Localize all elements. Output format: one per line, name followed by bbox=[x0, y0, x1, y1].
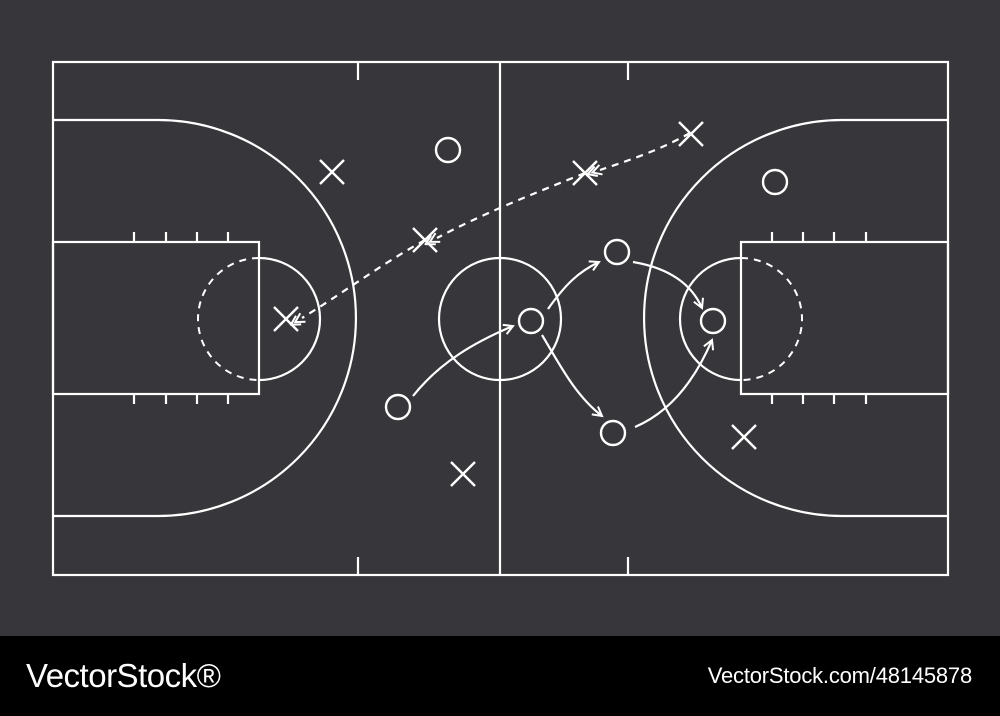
offense-circle-icon bbox=[699, 307, 727, 335]
pass-path-dashed bbox=[302, 239, 426, 318]
defense-x-icon bbox=[572, 160, 598, 186]
left-lane-ticks bbox=[132, 232, 230, 404]
defense-players bbox=[273, 121, 757, 487]
brand-logo: VectorStock® bbox=[26, 657, 221, 694]
pass-path-dashed bbox=[600, 132, 691, 170]
defense-x-icon bbox=[412, 227, 438, 253]
defense-x-icon bbox=[731, 424, 757, 450]
center-circle bbox=[437, 256, 563, 382]
right-three-point-line bbox=[642, 118, 948, 518]
basketball-court-diagram bbox=[51, 60, 950, 577]
right-free-throw-circle bbox=[678, 256, 742, 382]
left-three-point-line bbox=[53, 118, 358, 518]
watermark-footer: VectorStock® VectorStock.com/48145878 bbox=[0, 636, 1000, 716]
left-half-court bbox=[51, 118, 358, 518]
defense-x-icon bbox=[450, 461, 476, 487]
defense-x-icon bbox=[273, 306, 299, 332]
cut-path-arrow bbox=[547, 262, 599, 310]
left-key bbox=[51, 240, 261, 396]
offense-circle-icon bbox=[384, 393, 412, 421]
sideline-ticks bbox=[356, 62, 630, 575]
cut-path-arrow bbox=[412, 326, 513, 397]
offense-players bbox=[384, 136, 789, 447]
play-paths bbox=[302, 132, 712, 429]
tactic-board bbox=[51, 60, 950, 577]
left-free-throw-circle-dashed bbox=[197, 257, 260, 381]
offense-circle-icon bbox=[517, 307, 545, 335]
image-reference: VectorStock.com/48145878 bbox=[707, 663, 972, 688]
cut-path-arrow bbox=[632, 260, 702, 308]
right-free-throw-circle-dashed bbox=[740, 257, 803, 381]
left-free-throw-circle bbox=[258, 256, 322, 382]
defense-x-icon bbox=[319, 159, 345, 185]
offense-circle-icon bbox=[603, 238, 631, 266]
right-lane-ticks bbox=[770, 232, 868, 404]
offense-circle-icon bbox=[434, 136, 462, 164]
offense-circle-icon bbox=[761, 168, 789, 196]
defense-x-icon bbox=[678, 121, 704, 147]
cut-path-arrow bbox=[634, 340, 712, 429]
right-half-court bbox=[642, 118, 950, 518]
cut-path-arrow bbox=[541, 334, 602, 416]
pass-path-dashed bbox=[437, 171, 586, 238]
offense-circle-icon bbox=[599, 419, 627, 447]
right-key bbox=[739, 240, 950, 396]
